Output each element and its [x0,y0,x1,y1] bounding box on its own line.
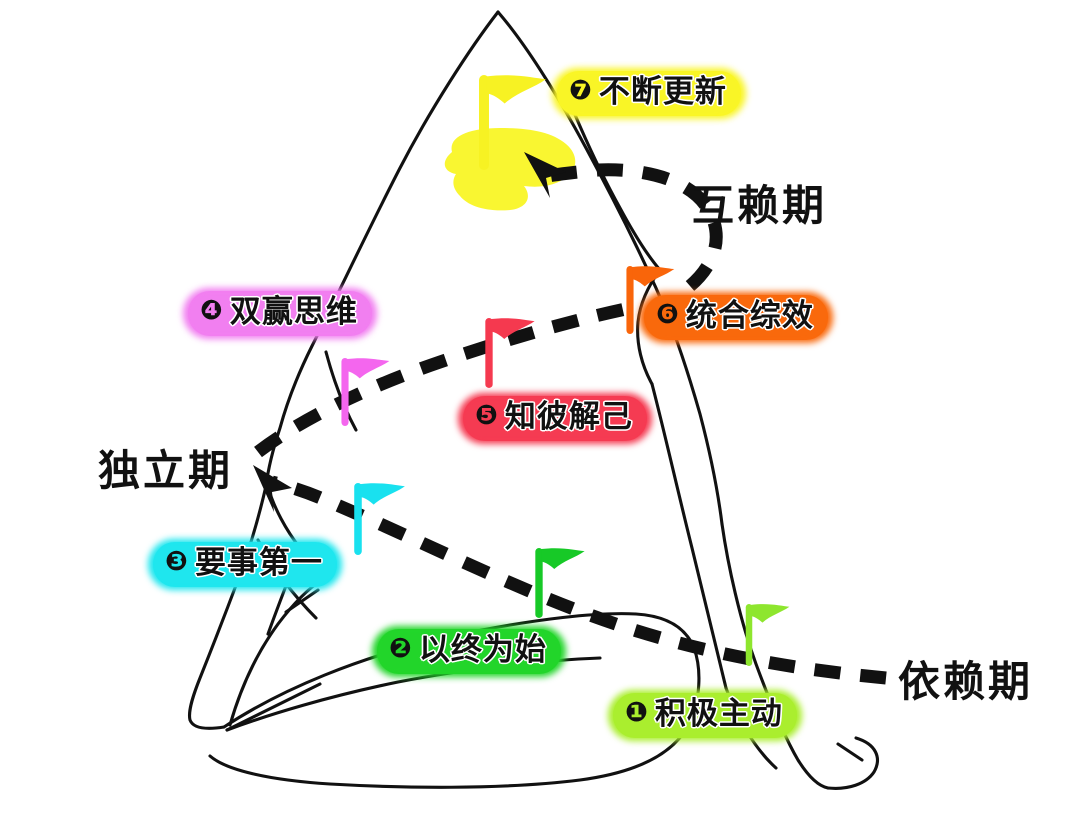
habit-number-1: ❶ [625,697,649,729]
habit-text-2: 以终为始 [418,632,547,668]
flag-icon-habit-5 [485,318,535,388]
mountain-foot-hook-tick [836,742,864,762]
phase-label-2: 独立期 [98,446,234,495]
habit-number-7: ❼ [569,75,593,107]
habit-text-3: 要事第一 [194,545,323,581]
habit-number-2: ❷ [389,633,413,665]
habit-number-6: ❻ [656,299,680,331]
mountain-foot-hook [826,736,879,790]
slope-crease-d [324,350,358,432]
habit-number-3: ❸ [165,546,189,578]
habit-text-1: 积极主动 [654,696,783,732]
habit-text-7: 不断更新 [598,74,727,110]
mountain-right-lower [720,522,830,790]
flag-icon-habit-1 [745,604,790,666]
flag-icon-habit-2 [535,548,585,618]
foothill-ridge-left-2 [284,588,320,614]
trail-arrowhead-summit [524,152,566,198]
phase-label-1: 互赖期 [692,181,828,230]
flag-icon-habit-4 [341,358,390,426]
summit-inner-ridge [566,96,662,272]
yellow-summit-patch [444,128,576,211]
trail-leg-upper [546,163,723,291]
habit-text-6: 统合综效 [685,298,814,334]
habit-text-5: 知彼解己 [504,399,633,435]
foothill-ridge-left [228,576,326,727]
phase-label-3: 依赖期 [898,657,1034,706]
foothill-fold-2 [225,682,322,732]
habit-text-4: 双赢思维 [229,294,358,330]
habit-number-4: ❹ [200,295,224,327]
trail-arrowhead-independence [253,465,292,512]
flag-icon-habit-7 [479,75,546,170]
habit-number-5: ❺ [475,400,499,432]
trail-leg-lower [270,475,887,685]
mid-right-ridge [650,382,728,690]
flag-icon-habit-3 [354,483,405,555]
mountain-left-lower [187,484,268,730]
